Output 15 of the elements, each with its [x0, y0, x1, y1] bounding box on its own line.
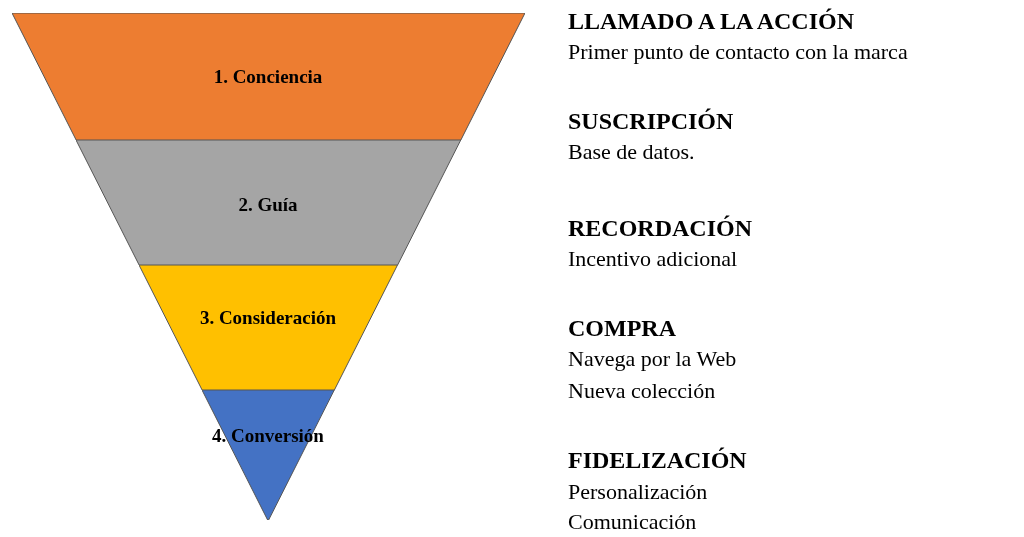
stage-heading: RECORDACIÓN [568, 215, 752, 241]
stage-description: Navega por la Web [568, 346, 737, 372]
stage-description: Nueva colección [568, 378, 716, 404]
stage-description: Incentivo adicional [568, 246, 738, 272]
stage-label: 1. Conciencia [212, 66, 324, 88]
stage-description: Comunicación [568, 509, 697, 535]
stage-heading: SUSCRIPCIÓN [568, 108, 734, 134]
stage-label: 3. Consideración [198, 307, 338, 329]
stage-heading: FIDELIZACIÓN [568, 447, 747, 473]
stage-description: Primer punto de contacto con la marca [568, 39, 908, 65]
stage-label: 2. Guía [237, 194, 299, 216]
stage-description: Base de datos. [568, 139, 695, 165]
stage-description: Personalización [568, 479, 708, 505]
stage-heading: LLAMADO A LA ACCIÓN [568, 8, 855, 34]
stage-heading: COMPRA [568, 315, 676, 341]
